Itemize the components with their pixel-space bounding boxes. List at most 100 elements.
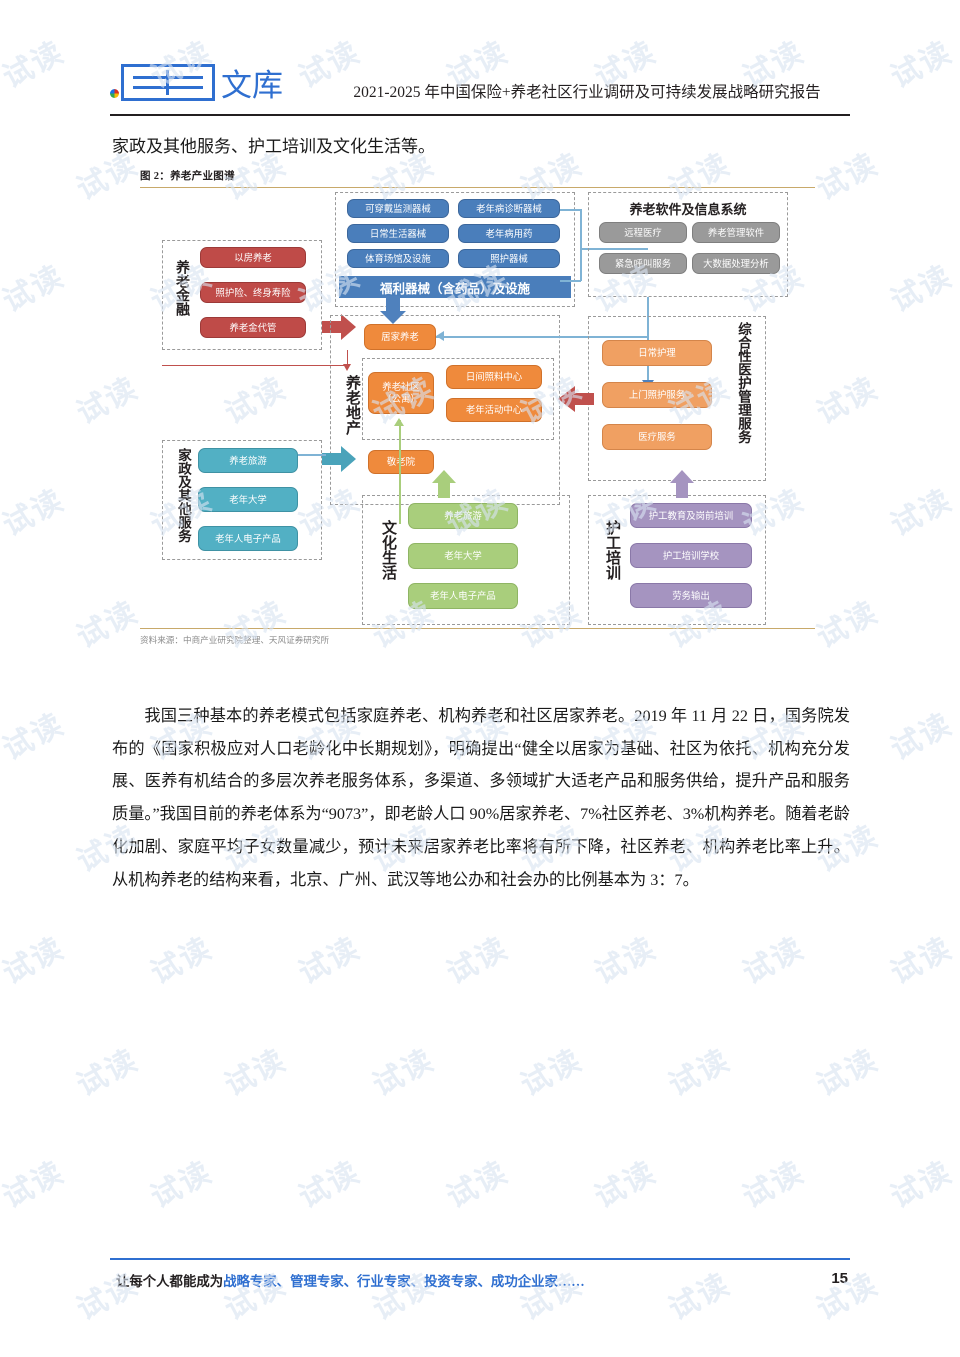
watermark-text: 试读	[737, 931, 810, 991]
pill-home-visit-care[interactable]: 上门照护服务	[602, 382, 712, 408]
connector-culture-feed-arrowhead	[394, 418, 404, 426]
figure-source: 资料来源：中商产业研究院整理、天风证券研究所	[140, 635, 330, 645]
arrow-household-to-realestate	[322, 446, 356, 472]
group-household-label: 家政及其他服务	[176, 448, 191, 543]
watermark-text: 试读	[293, 931, 366, 991]
watermark-text: 试读	[663, 1043, 736, 1103]
connector-culture-feed	[399, 420, 401, 524]
connector-to-home-care-h	[436, 336, 648, 338]
connector-equipment-bracket-v	[580, 209, 582, 281]
watermark-text: 试读	[293, 1155, 366, 1215]
watermark-text: 试读	[0, 483, 70, 543]
pill-sports-facility[interactable]: 体育场馆及设施	[347, 249, 449, 268]
group-finance-label: 养老金融	[175, 260, 191, 316]
connector-equipment-to-medical-h	[580, 248, 648, 250]
pill-bigdata-analysis[interactable]: 大数据处理分析	[692, 253, 780, 274]
pill-senior-travel-household[interactable]: 养老旅游	[198, 448, 298, 473]
pill-senior-activity-center[interactable]: 老年活动中心	[446, 398, 542, 422]
page-number: 15	[831, 1270, 848, 1287]
group-welfare-equipment	[335, 192, 575, 307]
watermark-text: 试读	[811, 595, 884, 655]
pill-care-device[interactable]: 照护器械	[458, 249, 560, 268]
watermark-text: 试读	[145, 1155, 218, 1215]
footer-slogan-highlight: 战略专家、管理专家、行业专家、投资专家、成功企业家……	[223, 1274, 585, 1289]
watermark-text: 试读	[955, 140, 960, 209]
watermark-text: 试读	[71, 595, 144, 655]
group-software	[588, 192, 788, 297]
watermark-text: 试读	[0, 35, 70, 95]
pill-senior-electronics-culture[interactable]: 老年人电子产品	[408, 583, 518, 609]
pill-caregiver-education[interactable]: 护工教育及岗前培训	[630, 503, 752, 528]
figure-title: 图 2：养老产业图谱	[140, 171, 235, 182]
pill-senior-community[interactable]: 养老社区 （公寓）	[368, 372, 434, 414]
arrow-finance-to-realestate	[322, 314, 356, 340]
watermark-text: 试读	[0, 1155, 70, 1215]
pill-labor-export[interactable]: 劳务输出	[630, 583, 752, 608]
connector-equipment-bracket-h3	[560, 280, 581, 282]
pill-pension-custody[interactable]: 养老金代管	[200, 317, 306, 338]
pill-senior-electronics-household[interactable]: 老年人电子产品	[198, 526, 298, 551]
watermark-text: 试读	[71, 371, 144, 431]
watermark-text: 试读	[737, 1155, 810, 1215]
pill-daily-nursing[interactable]: 日常护理	[602, 340, 712, 366]
pill-house-for-pension[interactable]: 以房养老	[200, 247, 306, 268]
connector-software-down	[647, 297, 649, 382]
group-real-estate-label: 养老地产	[344, 375, 361, 435]
page-footer: 让每个人都能成为战略专家、管理专家、行业专家、投资专家、成功企业家…… 15	[110, 1258, 850, 1292]
watermark-text: 试读	[589, 931, 662, 991]
watermark-text: 试读	[0, 259, 70, 319]
connector-finance-down-h	[162, 365, 348, 366]
group-training-label: 护工培训	[604, 520, 621, 580]
arrow-medical-to-realestate	[558, 386, 594, 412]
watermark-text: 试读	[955, 364, 960, 433]
band-welfare-equipment: 福利器械（含药品）及设施	[339, 276, 571, 298]
document-title: 2021-2025 年中国保险+养老社区行业调研及可持续发展战略研究报告	[353, 84, 821, 101]
watermark-text: 试读	[885, 1155, 958, 1215]
pill-senior-community-line1: 养老社区	[382, 381, 420, 393]
pill-emergency-call[interactable]: 紧急呼叫服务	[599, 253, 687, 274]
figure-bottom-rule	[140, 628, 815, 629]
pill-senior-travel-culture[interactable]: 养老旅游	[408, 503, 518, 529]
pill-medical-service[interactable]: 医疗服务	[602, 424, 712, 450]
header-divider	[110, 114, 850, 116]
watermark-text: 试读	[885, 483, 958, 543]
site-logo[interactable]: 文库	[110, 64, 283, 101]
watermark-text: 试读	[955, 812, 960, 881]
footer-slogan-prefix: 让每个人都能成为	[116, 1274, 224, 1289]
watermark-text: 试读	[145, 931, 218, 991]
watermark-text: 试读	[589, 1155, 662, 1215]
figure-top-rule	[140, 187, 815, 188]
watermark-text: 试读	[885, 35, 958, 95]
pill-wearable-monitor[interactable]: 可穿戴监测器械	[347, 199, 449, 218]
watermark-text: 试读	[515, 1043, 588, 1103]
group-community-care	[362, 358, 554, 440]
pill-caregiver-school[interactable]: 护工培训学校	[630, 543, 752, 568]
pill-telemedicine[interactable]: 远程医疗	[599, 222, 687, 243]
pill-care-insurance[interactable]: 照护险、终身寿险	[200, 282, 306, 303]
group-culture-label: 文化生活	[380, 520, 397, 580]
pill-senior-university-household[interactable]: 老年大学	[198, 487, 298, 512]
pill-day-care-center[interactable]: 日间照料中心	[446, 365, 542, 389]
watermark-text: 试读	[955, 1036, 960, 1105]
arrow-culture-up	[432, 470, 456, 498]
pill-senior-community-line2: （公寓）	[382, 393, 420, 404]
watermark-text: 试读	[0, 931, 70, 991]
arrow-welfare-to-home-care	[380, 296, 406, 324]
body-paragraph: 我国三种基本的养老模式包括家庭养老、机构养老和社区居家养老。2019 年 11 …	[112, 707, 850, 889]
watermark-text: 试读	[885, 707, 958, 767]
watermark-text: 试读	[367, 1043, 440, 1103]
group-household	[162, 440, 322, 560]
pill-nursing-home[interactable]: 敬老院	[368, 450, 434, 474]
pill-daily-living-device[interactable]: 日常生活器械	[347, 224, 449, 243]
pill-geriatric-diagnosis-device[interactable]: 老年病诊断器械	[458, 199, 560, 218]
pill-geriatric-medicine[interactable]: 老年病用药	[458, 224, 560, 243]
pill-home-based-care[interactable]: 居家养老	[364, 324, 436, 350]
pill-management-software[interactable]: 养老管理软件	[692, 222, 780, 243]
group-finance	[162, 240, 322, 350]
pill-senior-university-culture[interactable]: 老年大学	[408, 543, 518, 569]
watermark-text: 试读	[811, 371, 884, 431]
group-culture	[362, 495, 570, 625]
watermark-text: 试读	[219, 1043, 292, 1103]
connector-to-home-care-arrowhead	[436, 331, 444, 341]
